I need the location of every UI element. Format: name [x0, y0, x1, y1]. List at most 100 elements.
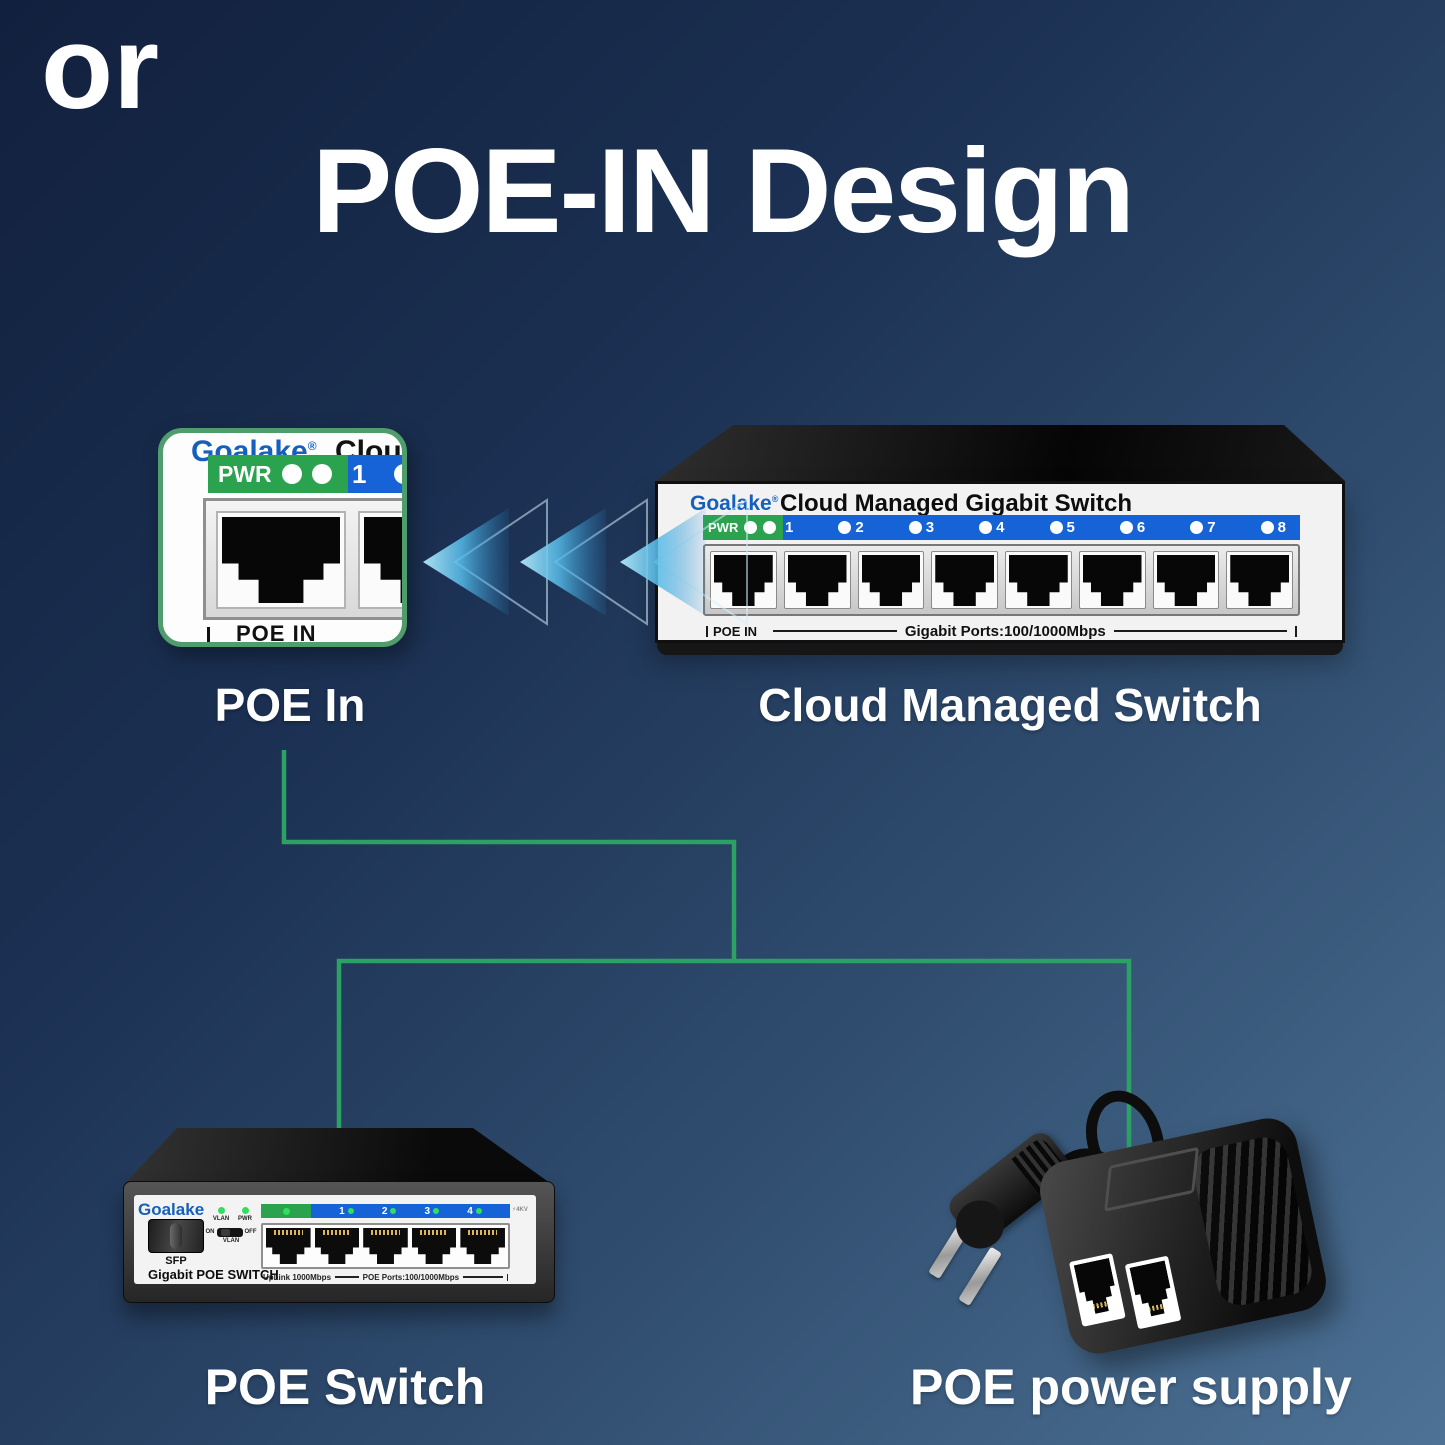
cloud-managed-switch-device: Goalake® Cloud Managed Gigabit Switch PW… [655, 425, 1345, 657]
rj45-jack [1082, 555, 1142, 606]
toggle-vlan-label: VLAN [222, 1238, 240, 1244]
bracket-tick [1295, 625, 1297, 637]
rj45-jack [1074, 1258, 1120, 1316]
port-led: 3 [908, 519, 935, 536]
port-led: 2 [382, 1206, 397, 1217]
port-led: 5 [1049, 519, 1075, 536]
led-dot [1049, 521, 1063, 534]
bracket-tick [506, 1273, 508, 1281]
rj45-port [1226, 551, 1293, 609]
rj45-port [857, 551, 925, 609]
rj45-jack [1156, 555, 1216, 606]
port-number: 7 [1207, 519, 1216, 536]
rj45-jack [1129, 1260, 1175, 1318]
port-led: 3 [425, 1206, 440, 1217]
led-dot [908, 521, 922, 534]
registered-mark: ® [307, 439, 317, 453]
rj45-jack [714, 555, 773, 606]
switch-front-panel: Goalake® Cloud Managed Gigabit Switch PW… [655, 481, 1345, 643]
rj45-port [460, 1228, 505, 1264]
led-dot [217, 1207, 225, 1214]
port-group-labels: POE IN Gigabit Ports:100/1000Mbps [706, 620, 1297, 642]
rj45-port [411, 1228, 457, 1264]
brand-logo: Goalake [138, 1200, 205, 1219]
bracket-tick [706, 625, 708, 637]
poe-power-supply-device [900, 1060, 1340, 1360]
led-dot [1119, 521, 1133, 534]
port-number: 4 [996, 519, 1005, 536]
poe-in-port-label: POE IN [207, 621, 317, 642]
rj45-port [363, 1228, 408, 1264]
port-led-segment: 1 2 3 4 5 6 7 8 [783, 515, 1300, 540]
pwr-label: PWR [708, 520, 739, 535]
rj45-jack [364, 517, 402, 603]
led-dot [394, 464, 402, 484]
pwr-led: PWR [230, 1207, 260, 1222]
led-dot [281, 464, 302, 484]
sfp-slot [148, 1219, 204, 1253]
gigabit-ports-label: Gigabit Ports:100/1000Mbps [904, 622, 1106, 640]
port-number: 1 [785, 519, 794, 536]
led-dot [347, 1208, 354, 1214]
poe-in-port-label: POE IN [713, 623, 758, 639]
rj45-jack [787, 555, 847, 606]
bracket-line [463, 1276, 503, 1278]
or-label: or [41, 2, 159, 134]
led-dot [282, 1207, 290, 1215]
port-number: 3 [925, 519, 935, 536]
led-dot [311, 464, 332, 484]
led-dot [1260, 521, 1274, 534]
sfp-label: SFP [165, 1255, 187, 1267]
port-shield [203, 498, 402, 620]
pwr-led-segment: PWR [703, 515, 783, 540]
bracket-line [335, 1276, 359, 1278]
pwr-label: PWR [218, 460, 272, 487]
brand-logo: Goalake® [690, 492, 779, 515]
model-title: Gigabit POE SWITCH [148, 1267, 279, 1282]
rj45-port [266, 1228, 311, 1264]
led-dot [744, 521, 758, 534]
rj45-port [710, 551, 777, 609]
vent-ribs [1188, 1133, 1317, 1310]
port-number: 8 [1277, 519, 1286, 536]
rj45-jack [935, 555, 994, 606]
port-number: 5 [1066, 519, 1075, 536]
led-bar: 1 2 3 4 [261, 1204, 510, 1218]
led-dot [838, 521, 852, 534]
toggle-off-label: OFF [244, 1229, 257, 1235]
bracket-line [1113, 630, 1287, 632]
uplink-led-segment [261, 1204, 311, 1218]
bracket-line [773, 630, 897, 632]
model-title: Cloud Managed Gigabit Switch [780, 490, 1133, 517]
poe-in-caption: POE In [214, 679, 366, 731]
switch-chassis-base [657, 643, 1343, 655]
vlan-led: VLAN [206, 1207, 236, 1222]
rj45-port [216, 511, 346, 609]
bracket-tick [207, 626, 210, 642]
port-led: 7 [1190, 519, 1216, 536]
led-bar: PWR 1 [208, 455, 402, 493]
port-led: 1 [339, 1206, 354, 1217]
rj45-jack [1009, 555, 1068, 606]
led-dot [241, 1207, 249, 1214]
registered-mark: ® [771, 494, 779, 504]
toggle-switch [216, 1227, 243, 1237]
switch-front-frame: Goalake SFP Gigabit POE SWITCH VLAN PWR … [123, 1181, 555, 1303]
led-dot [390, 1208, 397, 1214]
rj45-jack [222, 517, 340, 603]
rj45-jack [1230, 555, 1289, 606]
port-led: 2 [838, 519, 864, 536]
rj45-port [314, 1228, 360, 1264]
port-led-segment: 1 2 3 4 [311, 1204, 510, 1218]
page-title: POE-IN Design [312, 124, 1135, 258]
poe-power-supply-caption: POE power supply [910, 1359, 1352, 1415]
rj45-port [1078, 551, 1146, 609]
led-dot [433, 1208, 440, 1214]
rj45-port [358, 511, 402, 609]
led-dot [475, 1208, 482, 1214]
port-led-segment: 1 [348, 455, 402, 493]
rj45-jack [861, 555, 921, 606]
surge-protection-label: ⚡4KV [512, 1207, 528, 1213]
port-group-labels: UpLink 1000Mbps POE Ports:100/1000Mbps [263, 1271, 508, 1283]
port-number: 1 [352, 458, 367, 489]
